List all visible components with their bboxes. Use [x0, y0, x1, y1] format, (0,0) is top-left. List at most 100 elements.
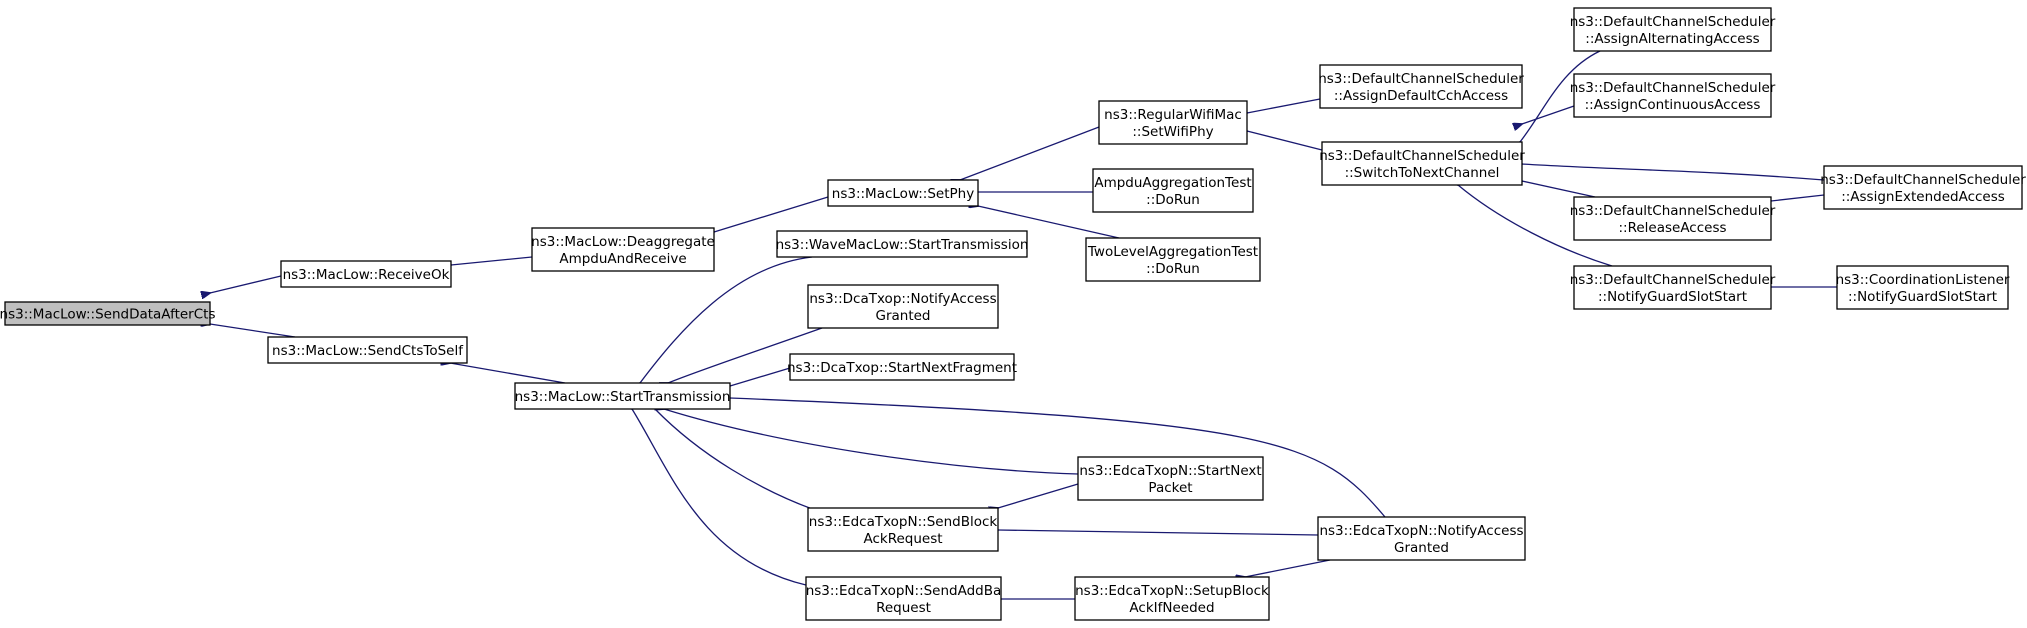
node-receive_ok[interactable]: ns3::MacLow::ReceiveOk [280, 260, 452, 288]
node-label: ns3::DefaultChannelScheduler [1570, 14, 1776, 30]
node-send_data_after_cts[interactable]: ns3::MacLow::SendDataAfterCts [0, 301, 215, 326]
node-label: ns3::EdcaTxopN::NotifyAccess [1319, 523, 1523, 539]
node-start_transmission[interactable]: ns3::MacLow::StartTransmission [514, 382, 731, 410]
node-label: ns3::MacLow::SendDataAfterCts [0, 307, 215, 323]
node-label: ::DoRun [1146, 261, 1200, 277]
node-box [1573, 73, 1772, 118]
edge-edca_notify-to-start_transmission [730, 398, 1386, 518]
node-label: Request [876, 600, 931, 616]
node-dca_next_frag[interactable]: ns3::DcaTxop::StartNextFragment [787, 353, 1017, 381]
node-box [1317, 516, 1526, 561]
edge-wave_start_tx-to-start_transmission [640, 256, 813, 383]
edge-set_wifi_phy-to-set_phy [960, 126, 1100, 180]
node-switch_to_next[interactable]: ns3::DefaultChannelScheduler::SwitchToNe… [1319, 141, 1525, 186]
node-set_phy[interactable]: ns3::MacLow::SetPhy [827, 179, 979, 207]
node-label: ns3::DefaultChannelScheduler [1570, 272, 1776, 288]
node-box [1321, 141, 1523, 186]
node-label: ns3::DefaultChannelScheduler [1570, 80, 1776, 96]
node-box [1077, 456, 1264, 501]
node-label: ns3::DcaTxop::StartNextFragment [787, 360, 1017, 376]
node-set_wifi_phy[interactable]: ns3::RegularWifiMac::SetWifiPhy [1098, 100, 1248, 145]
node-coord_listener[interactable]: ns3::CoordinationListener::NotifyGuardSl… [1836, 265, 2010, 310]
node-send_cts_to_self[interactable]: ns3::MacLow::SendCtsToSelf [267, 336, 468, 364]
node-label: AmpduAndReceive [559, 251, 686, 267]
node-assign_continuous[interactable]: ns3::DefaultChannelScheduler::AssignCont… [1570, 73, 1776, 118]
node-box [280, 260, 452, 288]
node-box [1074, 576, 1270, 621]
edge-edca_notify-to-send_block_ack [998, 530, 1319, 536]
node-label: ns3::MacLow::StartTransmission [515, 389, 731, 405]
node-box [1098, 100, 1248, 145]
edge-send_cts_to_self-to-send_data_after_cts [210, 324, 296, 338]
node-label: ::NotifyGuardSlotStart [1598, 289, 1747, 305]
node-notify_guard[interactable]: ns3::DefaultChannelScheduler::NotifyGuar… [1570, 265, 1776, 310]
node-box [805, 576, 1002, 621]
edge-send_block_ack-to-start_transmission [655, 409, 816, 511]
node-label: AckRequest [863, 531, 942, 547]
node-two_level_test[interactable]: TwoLevelAggregationTest::DoRun [1085, 237, 1261, 282]
node-label: ns3::MacLow::SendCtsToSelf [272, 343, 464, 359]
node-label: ::AssignDefaultCchAccess [1334, 88, 1508, 104]
edge-assign_extended-to-switch_to_next [1522, 164, 1825, 181]
node-label: Granted [875, 308, 930, 324]
edge-start_next_packet-to-send_block_ack [998, 483, 1079, 508]
node-label: ::AssignExtendedAccess [1841, 189, 2005, 205]
node-box [1573, 265, 1772, 310]
node-label: ns3::EdcaTxopN::StartNext [1079, 463, 1261, 479]
node-assign_extended[interactable]: ns3::DefaultChannelScheduler::AssignExte… [1820, 165, 2026, 210]
node-box [789, 353, 1015, 381]
node-box [807, 284, 999, 329]
node-wave_start_tx[interactable]: ns3::WaveMacLow::StartTransmission [776, 230, 1029, 258]
edge-assign_continuous-to-switch_to_next [1522, 105, 1575, 124]
node-assign_alternating[interactable]: ns3::DefaultChannelScheduler::AssignAlte… [1570, 7, 1776, 52]
node-box [1319, 64, 1523, 109]
node-box [1836, 265, 2009, 310]
node-box [807, 507, 999, 552]
edge-edca_notify-to-setup_block_ack [1245, 559, 1331, 577]
node-box [531, 227, 715, 272]
node-label: ns3::CoordinationListener [1836, 272, 2010, 288]
node-label: ns3::MacLow::SetPhy [832, 186, 974, 202]
node-label: ::AssignContinuousAccess [1585, 97, 1761, 113]
edge-start_transmission-to-send_cts_to_self [450, 363, 566, 384]
node-label: ns3::DefaultChannelScheduler [1570, 203, 1776, 219]
node-assign_default_cch[interactable]: ns3::DefaultChannelScheduler::AssignDefa… [1318, 64, 1524, 109]
node-ampdu_test[interactable]: AmpduAggregationTest::DoRun [1092, 168, 1254, 213]
edge-deaggregate-to-receive_ok [451, 256, 533, 265]
edge-two_level_test-to-set_phy [978, 206, 1120, 239]
node-box [514, 382, 731, 410]
node-label: AmpduAggregationTest [1094, 175, 1251, 191]
node-box [1092, 168, 1254, 213]
node-label: ::DoRun [1146, 192, 1200, 208]
node-label: ::SetWifiPhy [1132, 124, 1213, 140]
edge-start_next_packet-to-start_transmission [664, 409, 1079, 475]
node-label: ::AssignAlternatingAccess [1585, 31, 1759, 47]
edge-set_phy-to-deaggregate [714, 196, 829, 232]
node-box [1573, 7, 1772, 52]
edge-switch_to_next-to-set_wifi_phy [1247, 131, 1323, 151]
node-label: AckIfNeeded [1129, 600, 1214, 616]
edge-assign_extended-to-release_access [1771, 194, 1825, 201]
node-release_access[interactable]: ns3::DefaultChannelScheduler::ReleaseAcc… [1570, 196, 1776, 241]
node-label: ns3::DefaultChannelScheduler [1318, 71, 1524, 87]
node-label: ::NotifyGuardSlotStart [1848, 289, 1997, 305]
edge-send_addba-to-start_transmission [632, 409, 807, 586]
edge-notify_guard-to-switch_to_next [1458, 185, 1613, 267]
nodes: ns3::MacLow::SendDataAfterCtsns3::MacLow… [0, 7, 2026, 621]
node-label: Packet [1148, 480, 1192, 496]
edge-dca_next_frag-to-start_transmission [730, 367, 791, 386]
node-box [1573, 196, 1772, 241]
node-label: ns3::WaveMacLow::StartTransmission [776, 237, 1029, 253]
node-label: ns3::EdcaTxopN::SendBlock [809, 514, 998, 530]
edge-receive_ok-to-send_data_after_cts [210, 275, 282, 293]
edges [210, 50, 1837, 599]
node-label: ns3::MacLow::Deaggregate [531, 234, 715, 250]
